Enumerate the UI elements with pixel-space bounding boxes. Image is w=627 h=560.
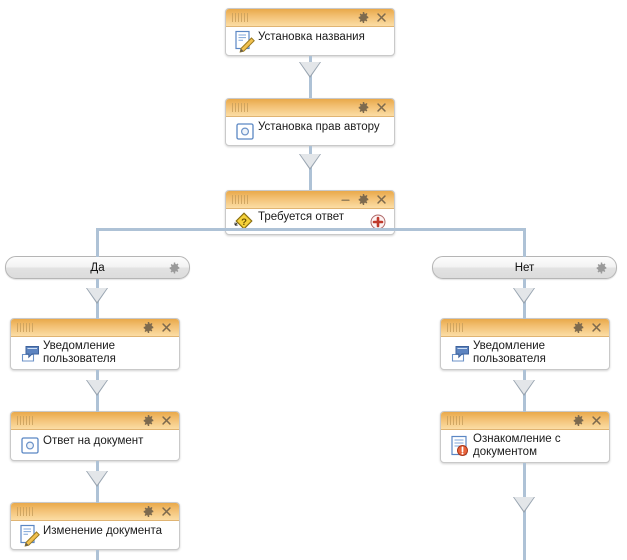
node-label-notify-user-no: Уведомление пользователя <box>473 340 546 365</box>
node-header-buttons <box>358 102 394 113</box>
node-label-answer-required: Требуется ответ <box>258 211 344 223</box>
node-body-set-title: Установка названия <box>226 27 394 55</box>
branch-yes[interactable]: Да <box>5 256 190 279</box>
node-header-answer-required[interactable] <box>226 191 394 209</box>
grip-handle-icon[interactable] <box>17 416 33 425</box>
workflow-node-acquaint-document[interactable]: Ознакомление с документом <box>440 411 610 463</box>
node-label-acquaint-document: Ознакомление с документом <box>473 433 561 458</box>
document-edit-icon <box>233 29 257 53</box>
gear-icon[interactable] <box>169 262 180 273</box>
node-header-buttons <box>143 415 179 426</box>
close-icon[interactable] <box>161 322 172 333</box>
node-body-change-document: Изменение документа <box>11 521 179 549</box>
grip-handle-icon[interactable] <box>232 103 248 112</box>
node-header-change-document[interactable] <box>11 503 179 521</box>
node-body-set-author-rights: Установка прав автору <box>226 117 394 145</box>
node-body-acquaint-document: Ознакомление с документом <box>441 430 609 462</box>
plus-icon[interactable] <box>370 214 386 230</box>
close-icon[interactable] <box>161 506 172 517</box>
arrow-no-to-notify <box>513 288 535 304</box>
node-header-notify-user-yes[interactable] <box>11 319 179 337</box>
document-edit-icon <box>18 523 42 547</box>
grip-handle-icon[interactable] <box>17 323 33 332</box>
close-icon[interactable] <box>376 12 387 23</box>
node-label-notify-user-yes: Уведомление пользователя <box>43 340 116 365</box>
node-header-notify-user-no[interactable] <box>441 319 609 337</box>
node-header-buttons <box>143 322 179 333</box>
gear-icon[interactable] <box>573 415 584 426</box>
node-body-notify-user-yes: Уведомление пользователя <box>11 337 179 369</box>
close-icon[interactable] <box>376 102 387 113</box>
node-header-buttons <box>340 194 394 205</box>
workflow-node-set-author-rights[interactable]: Установка прав автору <box>225 98 395 146</box>
workflow-node-notify-user-no[interactable]: Уведомление пользователя <box>440 318 610 370</box>
grip-handle-icon[interactable] <box>447 323 463 332</box>
node-header-answer-document[interactable] <box>11 412 179 430</box>
connector-condition-to-yes-horizontal <box>95 227 311 231</box>
node-label-set-author-rights: Установка прав автору <box>258 120 380 133</box>
node-label-set-title: Установка названия <box>258 30 365 43</box>
workflow-node-answer-document[interactable]: Ответ на документ <box>10 411 180 461</box>
grip-handle-icon[interactable] <box>447 416 463 425</box>
arrow-notify-to-answer <box>86 380 108 396</box>
gear-icon[interactable] <box>143 415 154 426</box>
radio-button-icon <box>233 119 257 143</box>
connector-condition-to-no-vertical <box>522 229 526 257</box>
gear-icon[interactable] <box>358 12 369 23</box>
node-body-answer-document: Ответ на документ <box>11 430 179 460</box>
radio-button-icon <box>18 433 42 457</box>
arrow-acquaint-out <box>513 497 535 513</box>
svg-text:?: ? <box>241 216 247 227</box>
arrow-notify-to-acquaint <box>513 380 535 396</box>
gear-icon[interactable] <box>143 322 154 333</box>
connector-condition-to-yes-vertical <box>95 229 99 257</box>
close-icon[interactable] <box>591 322 602 333</box>
connector-condition-to-no-horizontal <box>310 227 526 231</box>
node-header-buttons <box>143 506 179 517</box>
condition-diamond-icon: ? <box>233 210 257 234</box>
node-header-set-author-rights[interactable] <box>226 99 394 117</box>
arrow-set-title-to-set-author <box>299 62 321 78</box>
arrow-answer-to-change <box>86 471 108 487</box>
gear-icon[interactable] <box>358 102 369 113</box>
node-header-buttons <box>358 12 394 23</box>
close-icon[interactable] <box>161 415 172 426</box>
document-info-icon <box>448 434 472 458</box>
node-label-answer-document: Ответ на документ <box>43 434 144 447</box>
gear-icon[interactable] <box>358 194 369 205</box>
workflow-node-notify-user-yes[interactable]: Уведомление пользователя <box>10 318 180 370</box>
close-icon[interactable] <box>591 415 602 426</box>
node-header-buttons <box>573 322 609 333</box>
grip-handle-icon[interactable] <box>17 507 33 516</box>
node-body-answer-required: ? Требуется ответ <box>226 209 394 234</box>
workflow-node-change-document[interactable]: Изменение документа <box>10 502 180 550</box>
gear-icon[interactable] <box>573 322 584 333</box>
speech-bubble-icon <box>448 341 472 365</box>
arrow-yes-to-notify <box>86 288 108 304</box>
branch-no[interactable]: Нет <box>432 256 617 279</box>
minimize-icon[interactable] <box>340 194 351 205</box>
branch-label: Да <box>90 261 105 274</box>
node-header-set-title[interactable] <box>226 9 394 27</box>
branch-label: Нет <box>514 261 535 274</box>
gear-icon[interactable] <box>596 262 607 273</box>
workflow-node-set-title[interactable]: Установка названия <box>225 8 395 56</box>
speech-bubble-icon <box>18 341 42 365</box>
gear-icon[interactable] <box>143 506 154 517</box>
grip-handle-icon[interactable] <box>232 195 248 204</box>
arrow-set-author-to-condition <box>299 154 321 170</box>
connector-change-document-out <box>95 550 99 560</box>
close-icon[interactable] <box>376 194 387 205</box>
node-label-change-document: Изменение документа <box>43 524 163 537</box>
node-body-notify-user-no: Уведомление пользователя <box>441 337 609 369</box>
grip-handle-icon[interactable] <box>232 13 248 22</box>
node-header-buttons <box>573 415 609 426</box>
node-header-acquaint-document[interactable] <box>441 412 609 430</box>
